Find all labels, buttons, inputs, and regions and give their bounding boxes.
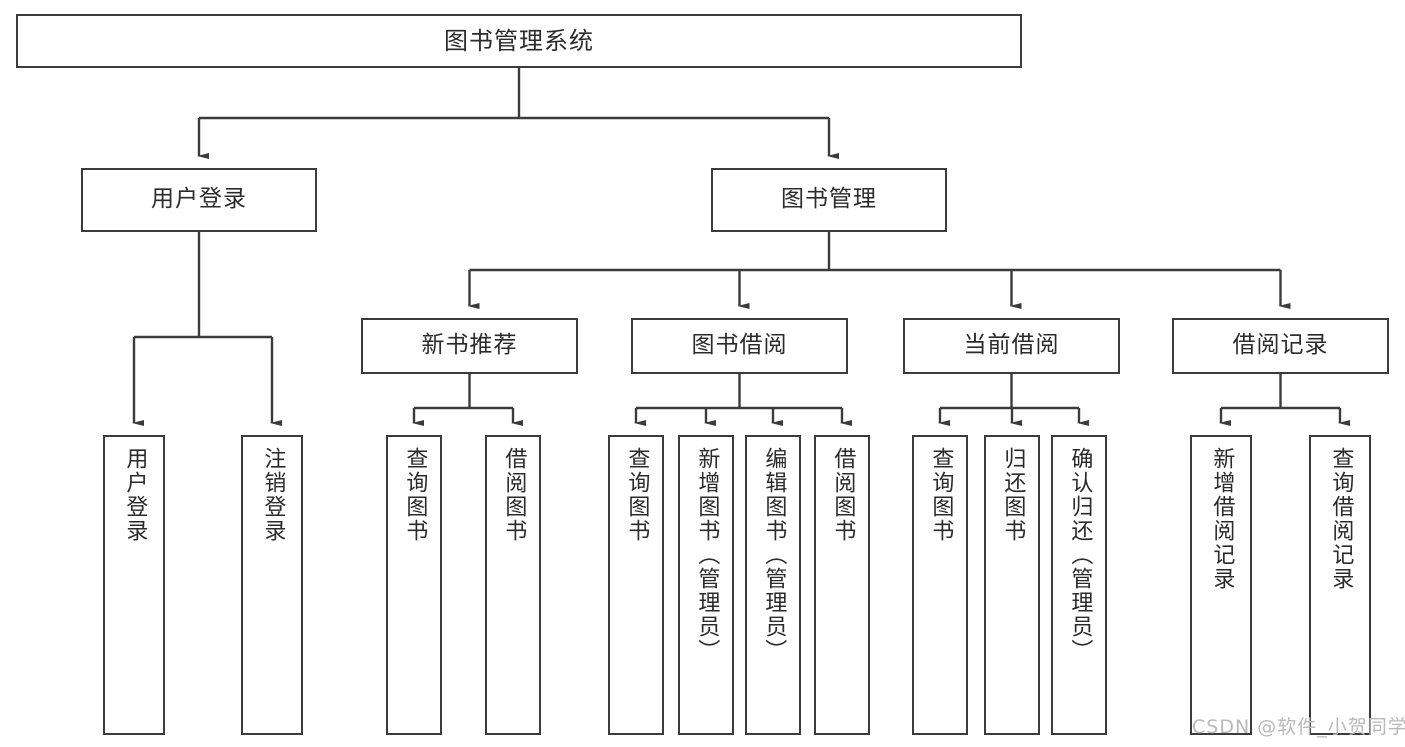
node-newbook[interactable]: 新书推荐 bbox=[361, 318, 578, 374]
node-label: 借阅图书 bbox=[501, 447, 527, 543]
node-l-querybook2[interactable]: 查询图书 bbox=[608, 435, 664, 735]
node-l-querybook3[interactable]: 查询图书 bbox=[912, 435, 968, 735]
node-l-returnbook[interactable]: 归还图书 bbox=[984, 435, 1040, 735]
node-l-querybook1[interactable]: 查询图书 bbox=[386, 435, 442, 735]
node-label: 用户登录 bbox=[122, 447, 148, 543]
node-current[interactable]: 当前借阅 bbox=[903, 318, 1120, 374]
node-l-addrecord[interactable]: 新增借阅记录 bbox=[1190, 435, 1252, 735]
node-l-editbook[interactable]: 编辑图书（管理员） bbox=[745, 435, 801, 735]
node-login[interactable]: 用户登录 bbox=[81, 168, 317, 232]
node-label: 查询借阅记录 bbox=[1328, 447, 1354, 591]
node-root[interactable]: 图书管理系统 bbox=[16, 14, 1022, 68]
node-records[interactable]: 借阅记录 bbox=[1172, 318, 1389, 374]
node-label: 注销登录 bbox=[260, 447, 286, 543]
node-label: 编辑图书（管理员） bbox=[761, 447, 787, 663]
node-label: 新增图书（管理员） bbox=[694, 447, 720, 663]
node-label: 查询图书 bbox=[402, 447, 428, 543]
node-l-addbook[interactable]: 新增图书（管理员） bbox=[678, 435, 734, 735]
node-label: 新书推荐 bbox=[421, 332, 518, 359]
watermark-label: CSDN @软件_小贺同学 bbox=[1192, 716, 1405, 738]
node-label: 查询图书 bbox=[928, 447, 954, 543]
node-label: 图书管理 bbox=[781, 186, 877, 213]
node-l-userlogin[interactable]: 用户登录 bbox=[103, 435, 165, 735]
node-label: 图书借阅 bbox=[691, 332, 788, 359]
node-bookmgmt[interactable]: 图书管理 bbox=[711, 168, 947, 232]
node-borrow[interactable]: 图书借阅 bbox=[631, 318, 848, 374]
node-label: 新增借阅记录 bbox=[1209, 447, 1235, 591]
node-label: 用户登录 bbox=[151, 186, 247, 213]
node-l-confirm[interactable]: 确认归还（管理员） bbox=[1051, 435, 1107, 735]
node-label: 借阅记录 bbox=[1232, 332, 1329, 359]
node-label: 当前借阅 bbox=[963, 332, 1060, 359]
node-label: 图书管理系统 bbox=[444, 26, 594, 55]
node-l-borrowbook2[interactable]: 借阅图书 bbox=[814, 435, 870, 735]
node-label: 借阅图书 bbox=[830, 447, 856, 543]
node-label: 归还图书 bbox=[1000, 447, 1026, 543]
node-l-logout[interactable]: 注销登录 bbox=[241, 435, 303, 735]
node-label: 确认归还（管理员） bbox=[1067, 447, 1093, 663]
node-l-borrowbook1[interactable]: 借阅图书 bbox=[485, 435, 541, 735]
node-label: 查询图书 bbox=[624, 447, 650, 543]
node-l-queryrecord[interactable]: 查询借阅记录 bbox=[1309, 435, 1371, 735]
